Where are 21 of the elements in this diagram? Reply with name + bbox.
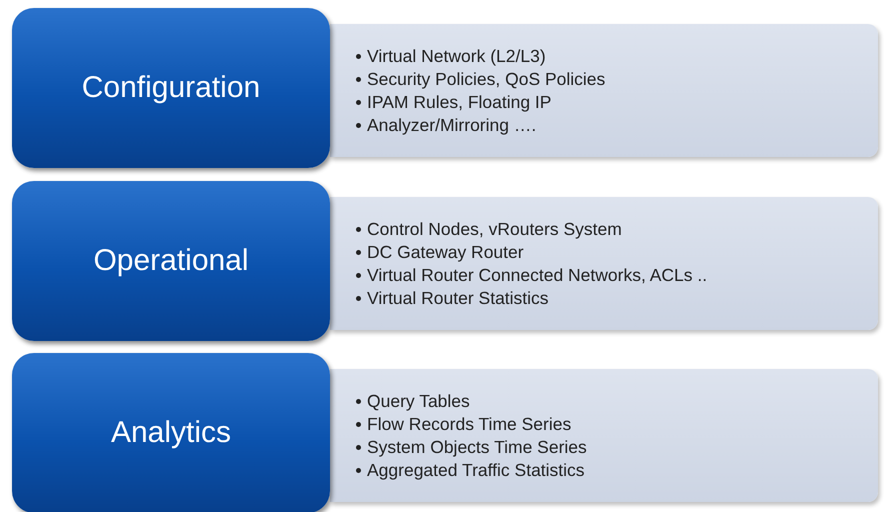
list-item: System Objects Time Series [367,436,587,458]
list-item: Control Nodes, vRouters System [367,218,622,240]
list-item: Virtual Network (L2/L3) [367,44,546,68]
category-box [12,8,330,168]
category-title: Operational [93,244,249,278]
list-item: Query Tables [367,390,470,412]
category-box [12,353,330,512]
list-item: Aggregated Traffic Statistics [367,458,585,482]
list-item: DC Gateway Router [367,240,524,264]
list-panel [330,369,878,502]
list-panel [330,24,878,157]
list-item: Virtual Router Statistics [367,286,549,310]
list-item: Flow Records Time Series [367,412,572,436]
list-item: IPAM Rules, Floating IP [367,90,552,114]
list-item: Security Policies, QoS Policies [367,68,606,90]
category-title: Configuration [82,71,260,105]
list-item: Virtual Router Connected Networks, ACLs .. [367,264,708,286]
list-item: Analyzer/Mirroring …. [367,114,536,136]
list-panel [330,197,878,330]
category-box [12,181,330,341]
category-title: Analytics [110,416,232,450]
